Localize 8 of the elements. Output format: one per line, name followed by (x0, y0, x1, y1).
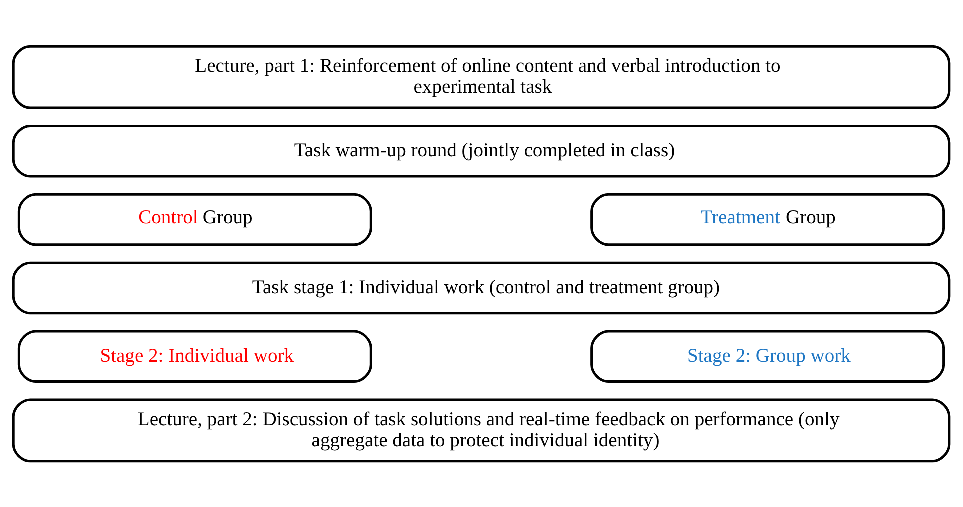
node-box: Lecture, part 1: Reinforcement of online content and verbal introduction to experimental task (12, 44, 951, 109)
node-box: Treatment Group (590, 192, 946, 246)
node-box: Stage 2: Individual work (18, 330, 372, 383)
node-box: Task stage 1: Individual work (control and treatment group) (12, 261, 951, 314)
node-box: Task warm-up round (jointly completed in class) (12, 124, 951, 178)
node-box: Control Group (18, 192, 372, 246)
node-box: Stage 2: Group work (590, 330, 946, 383)
node-box: Lecture, part 2: Discussion of task solutions and real-time feedback on performance (only aggregate data to protect individual identity) (12, 398, 951, 462)
